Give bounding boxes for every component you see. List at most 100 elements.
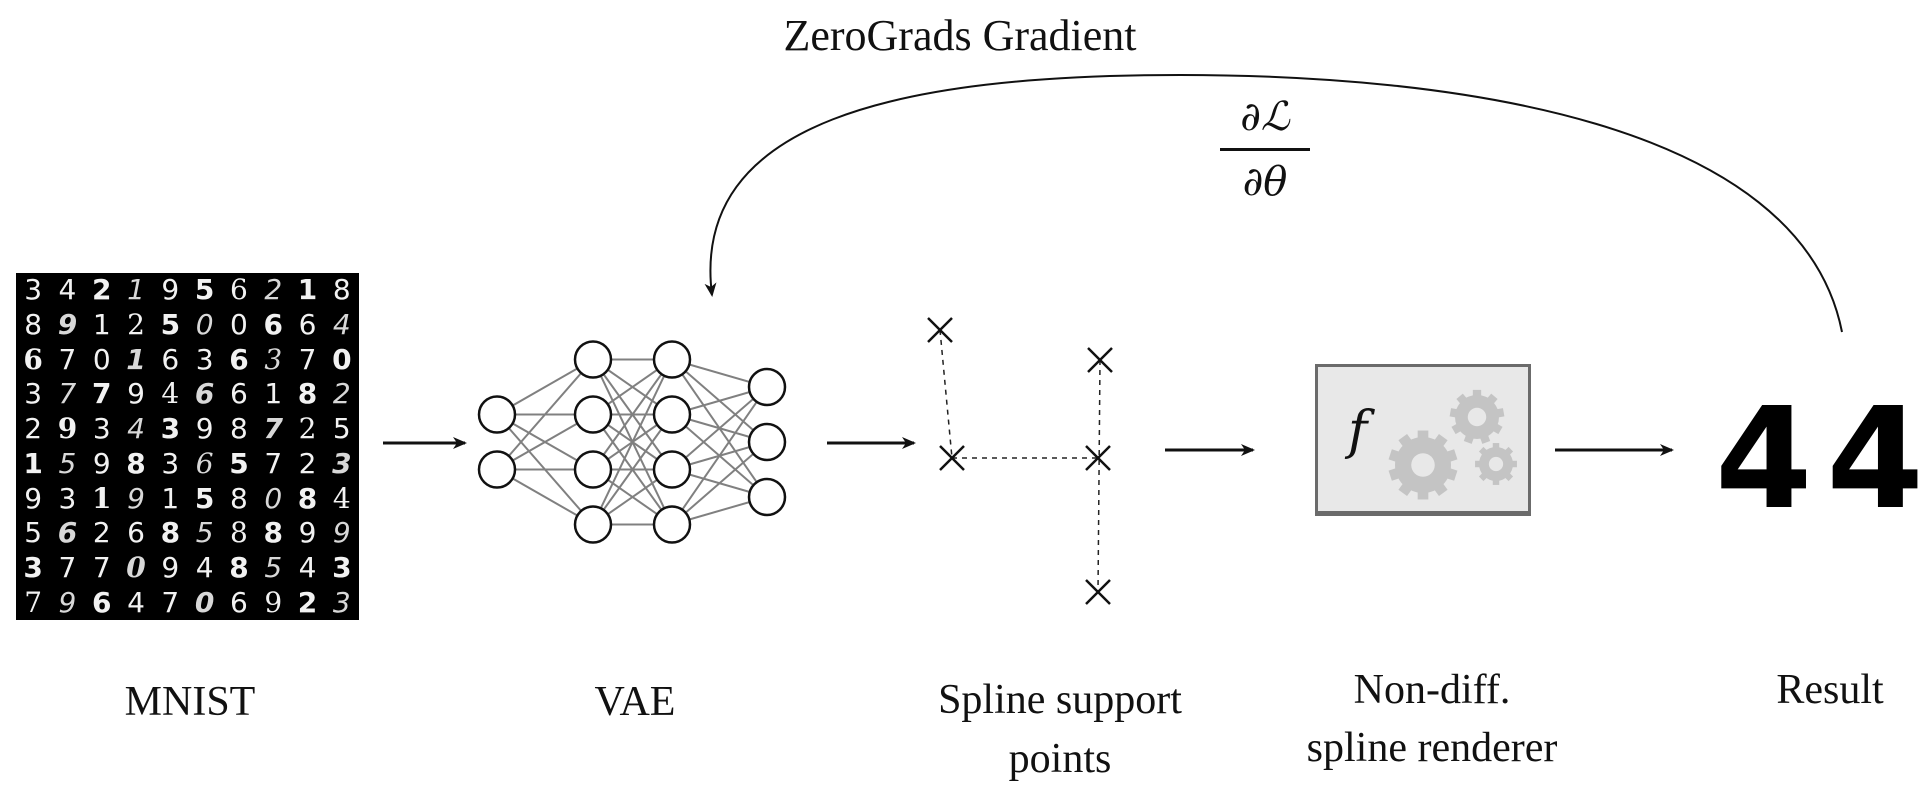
network-node [747, 477, 787, 517]
mnist-digit: 4 [298, 550, 317, 584]
mnist-digit: 7 [58, 377, 77, 411]
mnist-digit: 7 [58, 550, 77, 584]
mnist-digit: 7 [58, 342, 77, 376]
mnist-digit: 0 [126, 550, 146, 584]
mnist-digit: 3 [264, 342, 283, 376]
label-spline-line2: points [1008, 736, 1112, 782]
mnist-digit: 3 [23, 550, 43, 584]
label-spline-line1: Spline support [938, 677, 1182, 723]
mnist-digit: 5 [58, 446, 77, 480]
mnist-digit: 7 [161, 585, 180, 619]
mnist-digit: 2 [264, 273, 283, 307]
mnist-digit: 3 [160, 412, 181, 446]
mnist-digit: 6 [229, 342, 249, 376]
network-node [573, 395, 613, 434]
mnist-digit: 0 [332, 342, 352, 376]
mnist-digit: 1 [264, 377, 283, 411]
mnist-digit: 9 [264, 585, 283, 619]
network-edge [496, 358, 594, 471]
mnist-digit: 3 [24, 273, 43, 307]
mnist-digit: 8 [24, 308, 43, 342]
mnist-digit: 6 [230, 273, 248, 307]
mnist-digit: 0 [194, 585, 215, 619]
spline-point-marker [1085, 579, 1111, 605]
mnist-digit: 8 [297, 481, 318, 515]
mnist-digit: 5 [160, 308, 181, 342]
mnist-digit: 3 [161, 446, 180, 480]
spline-point-marker [1085, 445, 1111, 471]
mnist-digit: 3 [58, 481, 77, 515]
mnist-digit: 9 [161, 273, 180, 307]
mnist-digit: 8 [230, 516, 248, 550]
mnist-digit: 2 [127, 308, 145, 342]
mnist-digit: 1 [127, 273, 145, 307]
mnist-digit: 4 [195, 550, 214, 584]
network-node [477, 395, 517, 434]
network-edge [671, 441, 768, 526]
mnist-digit: 3 [332, 446, 352, 480]
mnist-digit: 8 [332, 273, 351, 307]
mnist-digit: 5 [195, 516, 214, 550]
result-digits: 44 [1715, 378, 1926, 541]
spline-point-marker [1087, 347, 1113, 373]
network-node [573, 505, 613, 544]
network-node [573, 340, 613, 379]
mnist-digit: 2 [298, 412, 317, 446]
mnist-digit: 4 [332, 308, 351, 342]
mnist-digit: 4 [332, 481, 351, 515]
gradient-fraction: ∂ℒ ∂θ [1220, 92, 1310, 207]
mnist-digit: 6 [230, 377, 248, 411]
mnist-digit: 2 [24, 412, 43, 446]
mnist-digit: 6 [23, 342, 43, 376]
mnist-digit: 9 [127, 481, 145, 515]
feedback-gradient-arrow [704, 73, 1843, 333]
mnist-digit: 9 [92, 446, 111, 480]
mnist-digit: 0 [264, 481, 283, 515]
gears-icon [1388, 389, 1517, 500]
mnist-digit: 3 [332, 585, 351, 619]
mnist-digit: 4 [58, 273, 77, 307]
network-edge [592, 358, 673, 471]
mnist-digit: 3 [332, 550, 352, 584]
network-node [652, 395, 692, 434]
mnist-digit: 0 [230, 308, 248, 342]
spline-support-points [927, 317, 1113, 605]
network-edge [592, 359, 673, 525]
mnist-digit: 6 [195, 446, 214, 480]
mnist-digit: 6 [92, 585, 112, 619]
mnist-digit: 1 [161, 481, 180, 515]
mnist-digit: 3 [195, 342, 214, 376]
mnist-digit: 5 [264, 550, 283, 584]
mnist-digit: 7 [24, 585, 43, 619]
network-edge [671, 386, 768, 471]
mnist-digit: 7 [264, 446, 283, 480]
mnist-digit: 8 [297, 377, 318, 411]
mnist-digit: 1 [297, 273, 318, 307]
mnist-digit: 9 [58, 585, 77, 619]
mnist-digit: 9 [161, 550, 180, 584]
mnist-digit: 7 [92, 550, 111, 584]
mnist-digit: 3 [92, 412, 111, 446]
mnist-digit: 3 [24, 377, 43, 411]
network-node [652, 505, 692, 544]
mnist-digit: 2 [298, 446, 317, 480]
spline-dashed-links [939, 329, 1101, 593]
vae-network [477, 340, 787, 544]
fraction-bar [1220, 148, 1310, 151]
mnist-digit: 1 [23, 446, 43, 480]
mnist-digit: 0 [92, 342, 111, 376]
mnist-digit: 9 [57, 308, 78, 342]
mnist-digit: 9 [57, 412, 78, 446]
mnist-digit: 2 [297, 585, 318, 619]
network-node [573, 450, 613, 489]
mnist-digit: 9 [332, 516, 351, 550]
mnist-digit: 6 [127, 516, 145, 550]
mnist-digit: 6 [298, 308, 317, 342]
mnist-digit: 8 [160, 516, 181, 550]
network-node [747, 367, 787, 407]
network-edge [592, 413, 673, 526]
mnist-digit: 2 [92, 516, 111, 550]
mnist-digit: 9 [195, 412, 214, 446]
